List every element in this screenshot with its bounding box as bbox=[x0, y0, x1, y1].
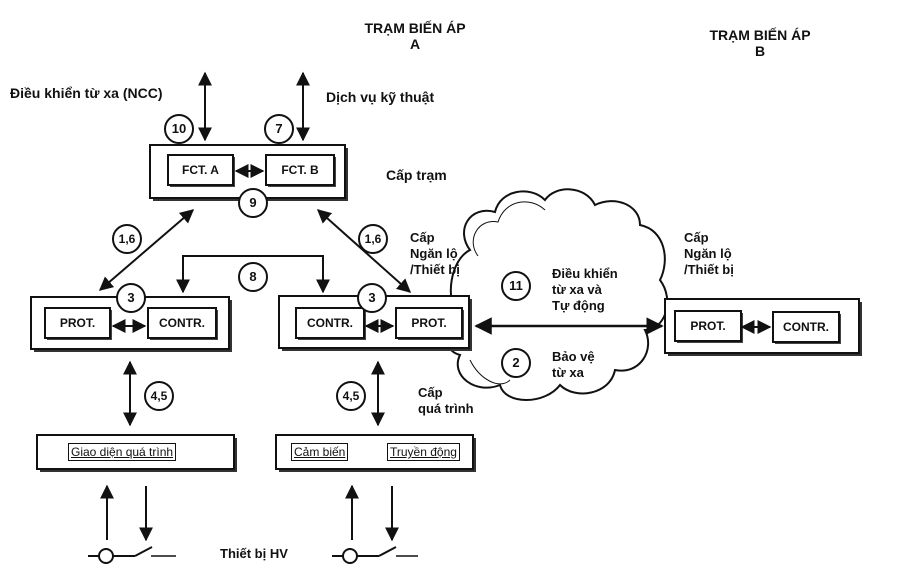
process-level-label: Cấp quá trình bbox=[418, 385, 474, 417]
bay-level-a-line-2: Ngăn lộ bbox=[410, 246, 458, 261]
interface-circle-7: 7 bbox=[264, 114, 294, 144]
bay-level-label-a: Cấp Ngăn lộ /Thiết bị bbox=[410, 230, 460, 278]
interface-circle-3-middle: 3 bbox=[357, 283, 387, 313]
cloud-lower-line-2: từ xa bbox=[552, 365, 584, 380]
process-interface-box: Giao diện quá trình bbox=[68, 443, 177, 461]
right-prot-box: PROT. bbox=[690, 319, 726, 333]
left-contr-box: CONTR. bbox=[159, 316, 205, 330]
interface-circle-1-6-right: 1,6 bbox=[358, 224, 388, 254]
station-a-title: TRẠM BIẾN ÁP A bbox=[345, 20, 485, 52]
right-contr-box: CONTR. bbox=[783, 320, 829, 334]
hv-equipment-label: Thiết bị HV bbox=[220, 546, 288, 561]
hv-switch-left bbox=[88, 546, 176, 564]
station-b-title: TRẠM BIẾN ÁP B bbox=[690, 27, 830, 59]
right-bay-box bbox=[664, 298, 862, 356]
interface-circle-2: 2 bbox=[501, 348, 531, 378]
interface-circle-4-5-left: 4,5 bbox=[144, 381, 174, 411]
middle-bay-box bbox=[278, 295, 472, 351]
interface-circle-4-5-middle: 4,5 bbox=[336, 381, 366, 411]
bay-level-b-line-2: Ngăn lộ bbox=[684, 246, 732, 261]
actuator-box: Truyền động bbox=[387, 443, 460, 461]
cloud-lower-text: Bảo vệ từ xa bbox=[552, 349, 595, 381]
interface-circle-11: 11 bbox=[501, 271, 531, 301]
hv-switch-middle bbox=[332, 546, 418, 564]
middle-process-box bbox=[275, 434, 476, 472]
remote-control-ncc-label: Điều khiển từ xa (NCC) bbox=[10, 85, 163, 101]
technical-service-label: Dịch vụ kỹ thuật bbox=[326, 89, 435, 105]
bay-level-b-line-1: Cấp bbox=[684, 230, 709, 245]
bay-level-a-line-3: /Thiết bị bbox=[410, 262, 460, 277]
cloud-upper-line-2: từ xa và bbox=[552, 282, 602, 297]
middle-contr-box: CONTR. bbox=[307, 316, 353, 330]
left-process-box bbox=[36, 434, 237, 472]
process-level-line-2: quá trình bbox=[418, 401, 474, 416]
process-level-line-1: Cấp bbox=[418, 385, 443, 400]
bay-level-b-line-3: /Thiết bị bbox=[684, 262, 734, 277]
bay-level-a-line-1: Cấp bbox=[410, 230, 435, 245]
station-level-box bbox=[149, 144, 348, 201]
station-b-title-text: TRẠM BIẾN ÁP bbox=[709, 27, 811, 43]
cloud-upper-line-3: Tự động bbox=[552, 298, 605, 313]
interface-circle-1-6-left: 1,6 bbox=[112, 224, 142, 254]
communication-cloud bbox=[443, 188, 669, 401]
arrow-station-to-left-bay bbox=[98, 209, 195, 291]
middle-prot-box: PROT. bbox=[411, 316, 447, 330]
interface-circle-8: 8 bbox=[238, 262, 268, 292]
cloud-upper-line-1: Điều khiển bbox=[552, 266, 618, 281]
station-a-title-text: TRẠM BIẾN ÁP bbox=[364, 20, 466, 36]
sensor-box: Cảm biến bbox=[291, 443, 349, 461]
cloud-upper-text: Điều khiển từ xa và Tự động bbox=[552, 266, 618, 314]
station-a-letter: A bbox=[409, 36, 421, 52]
interface-circle-3-left: 3 bbox=[116, 283, 146, 313]
fct-a-box: FCT. A bbox=[182, 163, 219, 177]
station-level-label: Cấp trạm bbox=[386, 167, 447, 183]
cloud-lower-line-1: Bảo vệ bbox=[552, 349, 595, 364]
bay-level-label-b: Cấp Ngăn lộ /Thiết bị bbox=[684, 230, 734, 278]
interface-circle-10: 10 bbox=[164, 114, 194, 144]
fct-b-box: FCT. B bbox=[281, 163, 319, 177]
left-prot-box: PROT. bbox=[59, 316, 96, 330]
station-b-letter: B bbox=[754, 43, 766, 59]
interface-circle-9: 9 bbox=[238, 188, 268, 218]
